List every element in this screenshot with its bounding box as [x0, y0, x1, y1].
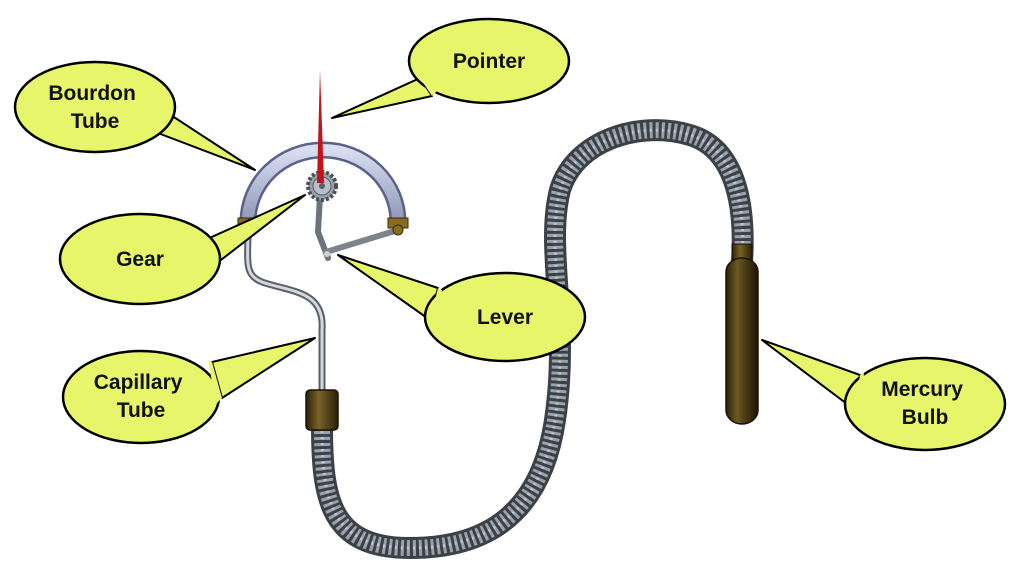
- label-capillary-tube: Capillary Tube: [94, 371, 189, 422]
- callout-bourdon-tube: Bourdon Tube: [13, 60, 256, 171]
- label-mercury-bulb: Mercury Bulb: [881, 378, 969, 429]
- label-capillary-tube-line2: Tube: [117, 399, 166, 422]
- label-bourdon-tube-line1: Bourdon: [48, 82, 135, 105]
- callout-capillary-tube: Capillary Tube: [61, 337, 316, 445]
- label-mercury-bulb-line2: Bulb: [902, 406, 949, 429]
- callout-lever: Lever: [337, 254, 587, 363]
- callout-mercury-bulb: Mercury Bulb: [761, 339, 1007, 452]
- capillary-tube: [244, 224, 326, 399]
- label-lever: Lever: [477, 306, 533, 329]
- callout-gear: Gear: [58, 194, 306, 306]
- label-capillary-tube-line1: Capillary: [94, 371, 183, 394]
- pointer-needle: [317, 70, 324, 183]
- lever-linkage: [315, 193, 404, 261]
- mercury-bulb: [725, 243, 759, 425]
- label-gear: Gear: [116, 248, 164, 271]
- callout-pointer: Pointer: [331, 17, 571, 119]
- label-pointer: Pointer: [453, 50, 525, 73]
- hose-fitting: [305, 389, 339, 431]
- label-bourdon-tube-line2: Tube: [71, 110, 120, 133]
- label-bourdon-tube: Bourdon Tube: [48, 82, 141, 133]
- label-mercury-bulb-line1: Mercury: [881, 378, 963, 401]
